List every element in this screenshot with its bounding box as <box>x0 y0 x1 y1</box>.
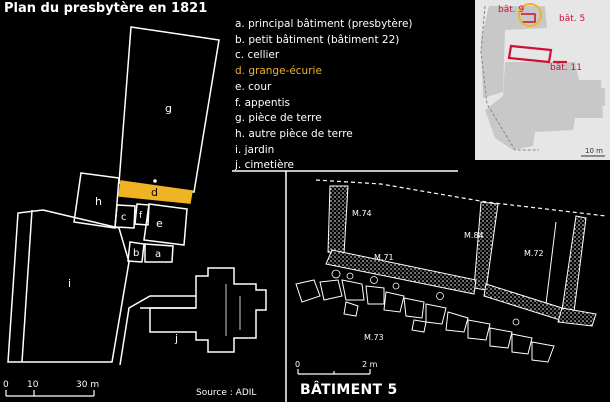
scale-left-30: 30 m <box>76 380 99 390</box>
parcel-e <box>143 203 188 246</box>
parcel-a <box>144 243 174 263</box>
building-5-title: BÂTIMENT 5 <box>300 382 398 398</box>
parcel-g <box>118 26 220 193</box>
boundary-line <box>21 209 33 363</box>
parcel-c <box>114 204 136 229</box>
label-f: f <box>139 211 143 221</box>
label-g: g <box>165 102 172 115</box>
wall-label-m71: M.71 <box>374 253 394 262</box>
legend-item-g: g. pièce de terre <box>235 112 322 125</box>
cemetery-wall <box>119 295 196 366</box>
parcel-i <box>7 209 130 363</box>
scale-left-0: 0 <box>3 380 9 390</box>
parcel-b <box>127 241 145 263</box>
legend-item-d: d. grange-écurie <box>235 65 322 78</box>
scale-bar-right: 0 2 m <box>295 360 378 375</box>
inset-scale: 10 m <box>585 147 603 155</box>
label-i: i <box>68 277 71 290</box>
building-5-plan: M.74 M.84 M.71 M.72 M.73 <box>295 179 607 363</box>
legend-item-c: c. cellier <box>235 49 280 62</box>
wall-label-m74: M.74 <box>352 209 372 218</box>
parcel-d <box>118 180 193 204</box>
label-h: h <box>95 195 102 208</box>
parcel-f <box>134 203 150 226</box>
source-credit: Source : ADIL <box>196 388 257 398</box>
legend-item-b: b. petit bâtiment (bâtiment 22) <box>235 33 400 46</box>
church-outline <box>149 267 267 353</box>
legend-item-j: j. cimetière <box>235 159 295 172</box>
legend-item-a: a. principal bâtiment (presbytère) <box>235 18 413 30</box>
legend-item-i: i. jardin <box>235 143 275 156</box>
wall-label-m72: M.72 <box>524 249 544 258</box>
parcel-h <box>73 172 120 229</box>
label-e: e <box>156 217 163 230</box>
scale-right-2m: 2 m <box>362 360 378 369</box>
wall-label-m73: M.73 <box>364 333 384 342</box>
scale-left-10: 10 <box>27 380 39 390</box>
inset-label-bat9: bât. 9 <box>498 5 524 15</box>
label-d: d <box>151 186 158 199</box>
label-j: j <box>174 332 178 345</box>
inset-label-bat11: bât. 11 <box>550 63 582 73</box>
label-c: c <box>121 212 127 223</box>
inset-label-bat5: bât. 5 <box>559 14 585 24</box>
scale-right-0: 0 <box>295 360 300 369</box>
site-inset-map: bât. 9 bât. 5 bât. 11 10 m <box>475 0 610 160</box>
legend-item-e: e. cour <box>235 80 272 93</box>
legend: a. principal bâtiment (presbytère) b. pe… <box>235 17 413 174</box>
plan-title: Plan du presbytère en 1821 <box>4 1 208 16</box>
legend-item-h: h. autre pièce de terre <box>235 127 353 140</box>
well-marker <box>153 179 157 183</box>
presbytery-plan: g h d c f e b a i j <box>7 26 267 366</box>
legend-item-f: f. appentis <box>235 96 290 109</box>
scale-bar-left: 0 10 30 m <box>3 380 99 397</box>
wall-label-m84: M.84 <box>464 231 484 240</box>
label-b: b <box>133 248 139 259</box>
label-a: a <box>155 249 161 260</box>
